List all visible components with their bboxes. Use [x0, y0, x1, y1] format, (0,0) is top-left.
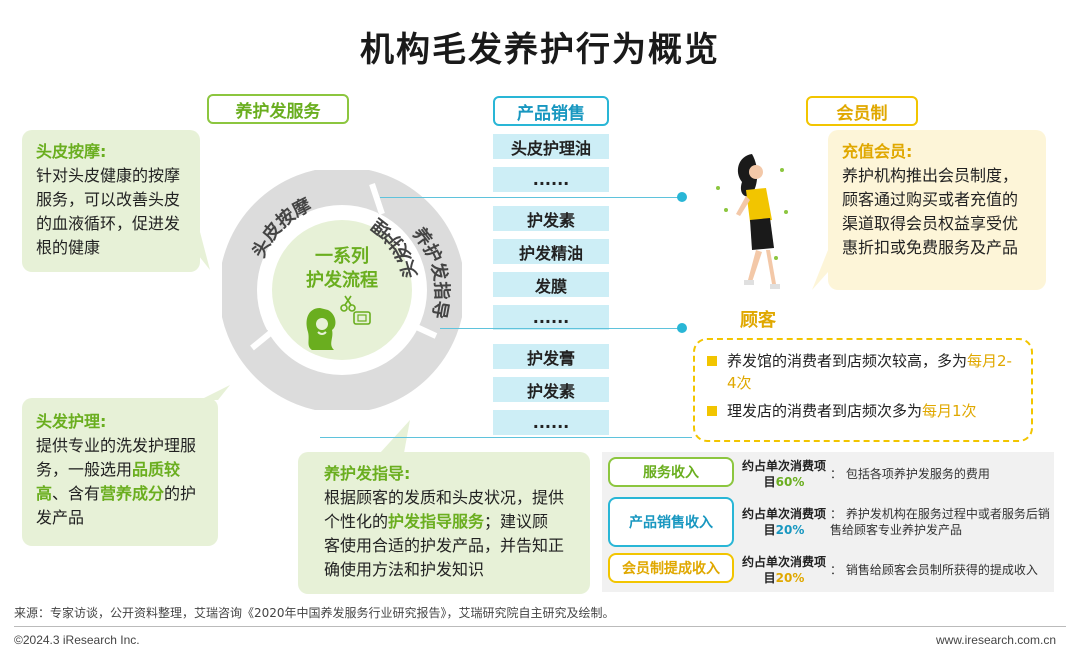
- bullet-square-icon: [707, 356, 717, 366]
- revenue-service-desc: ： 包括各项养护发服务的费用: [830, 467, 990, 481]
- list-item: 理发店的消费者到店频次多为每月1次: [707, 400, 1019, 422]
- connector-dot-top: [677, 192, 687, 202]
- product-item: 护发精油: [493, 239, 609, 264]
- section-header-services: 养护发服务: [207, 94, 349, 124]
- product-item: 头皮护理油: [493, 134, 609, 159]
- revenue-service-label: 服务收入: [608, 457, 734, 487]
- scalp-massage-bubble: 头皮按摩: 针对头皮健康的按摩服务，可以改善头皮的血液循环，促进发根的健康: [22, 130, 200, 272]
- connector-dot-mid: [677, 323, 687, 333]
- revenue-membership-desc: ： 销售给顾客会员制所获得的提成收入: [830, 563, 1038, 577]
- product-item: 护发素: [493, 377, 609, 402]
- revenue-membership-label: 会员制提成收入: [608, 553, 734, 583]
- footer-website: www.iresearch.com.cn: [935, 633, 1056, 647]
- product-item: ......: [493, 167, 609, 192]
- product-item: 护发素: [493, 206, 609, 231]
- recharge-member-text: 养护机构推出会员制度，顾客通过购买或者充值的渠道取得会员权益享受优惠折扣或免费服…: [842, 166, 1019, 257]
- recharge-member-heading: 充值会员:: [842, 142, 913, 161]
- hair-woman-icon: [306, 308, 336, 350]
- product-item: ......: [493, 305, 609, 330]
- cycle-arrow-top: [378, 182, 410, 214]
- scalp-massage-bubble-tail: [180, 232, 210, 270]
- footer-divider: [14, 626, 1066, 627]
- scissors-icon: [340, 295, 356, 312]
- hair-care-bubble-tail: [200, 385, 230, 400]
- hair-care-heading: 头发护理:: [36, 412, 107, 431]
- guidance-bubble: 养护发指导: 根据顾客的发质和头皮状况，提供个性化的护发指导服务；建议顾客使用合…: [298, 452, 590, 594]
- cycle-center-line2: 护发流程: [306, 269, 378, 291]
- recharge-member-bubble-tail: [812, 250, 828, 290]
- connector-line-top: [380, 197, 680, 198]
- guidance-text: 根据顾客的发质和头皮状况，提供个性化的护发指导服务；建议顾客使用合适的护发产品，…: [324, 488, 565, 579]
- section-header-membership: 会员制: [806, 96, 918, 126]
- customer-illustration: [716, 154, 788, 289]
- hair-care-text: 提供专业的洗发护理服务，一般选用品质较高、含有营养成分的护发产品: [36, 436, 197, 527]
- bullet-square-icon: [707, 406, 717, 416]
- revenue-membership-share: 约占单次消费项目20%: [741, 555, 826, 585]
- hair-care-bubble: 头发护理: 提供专业的洗发护理服务，一般选用品质较高、含有营养成分的护发产品: [22, 398, 218, 546]
- section-header-products: 产品销售: [493, 96, 609, 126]
- guidance-bubble-tail: [380, 420, 410, 453]
- product-box-icon: [353, 311, 371, 325]
- scalp-massage-text: 针对头皮健康的按摩服务，可以改善头皮的血液循环，促进发根的健康: [36, 166, 181, 257]
- revenue-service-share: 约占单次消费项目60%: [741, 459, 826, 489]
- revenue-product-share: 约占单次消费项目20%: [741, 507, 826, 537]
- customer-frequency-box: 养发馆的消费者到店频次较高，多为每月2-4次 理发店的消费者到店频次多为每月1次: [693, 338, 1033, 442]
- customer-label: 顾客: [740, 310, 776, 331]
- scalp-massage-heading: 头皮按摩:: [36, 142, 107, 161]
- footer-copyright: ©2024.3 iResearch Inc.: [14, 633, 140, 647]
- source-note: 来源：专家访谈，公开资料整理，艾瑞咨询《2020年中国养发服务行业研究报告》，艾…: [14, 606, 615, 620]
- recharge-member-bubble: 充值会员: 养护机构推出会员制度，顾客通过购买或者充值的渠道取得会员权益享受优惠…: [828, 130, 1046, 290]
- product-list: 头皮护理油 ...... 护发素 护发精油 发膜 ...... 护发膏 护发素 …: [493, 134, 609, 443]
- product-item: 发膜: [493, 272, 609, 297]
- guidance-heading: 养护发指导:: [324, 464, 411, 483]
- connector-line-bottom: [320, 437, 692, 438]
- product-item: 护发膏: [493, 344, 609, 369]
- product-item: ......: [493, 410, 609, 435]
- cycle-center-line1: 一系列: [315, 246, 369, 267]
- hair-care-cycle-diagram: 一系列 护发流程 头皮按摩 养护发指导 头发护理: [219, 167, 465, 413]
- connector-line-mid: [440, 328, 680, 329]
- list-item: 养发馆的消费者到店频次较高，多为每月2-4次: [707, 350, 1019, 394]
- revenue-product-desc: ： 养护发机构在服务过程中或者服务后销售给顾客专业养护发产品: [830, 507, 1050, 537]
- page-title: 机构毛发养护行为概览: [360, 30, 720, 70]
- revenue-product-label: 产品销售收入: [608, 497, 734, 547]
